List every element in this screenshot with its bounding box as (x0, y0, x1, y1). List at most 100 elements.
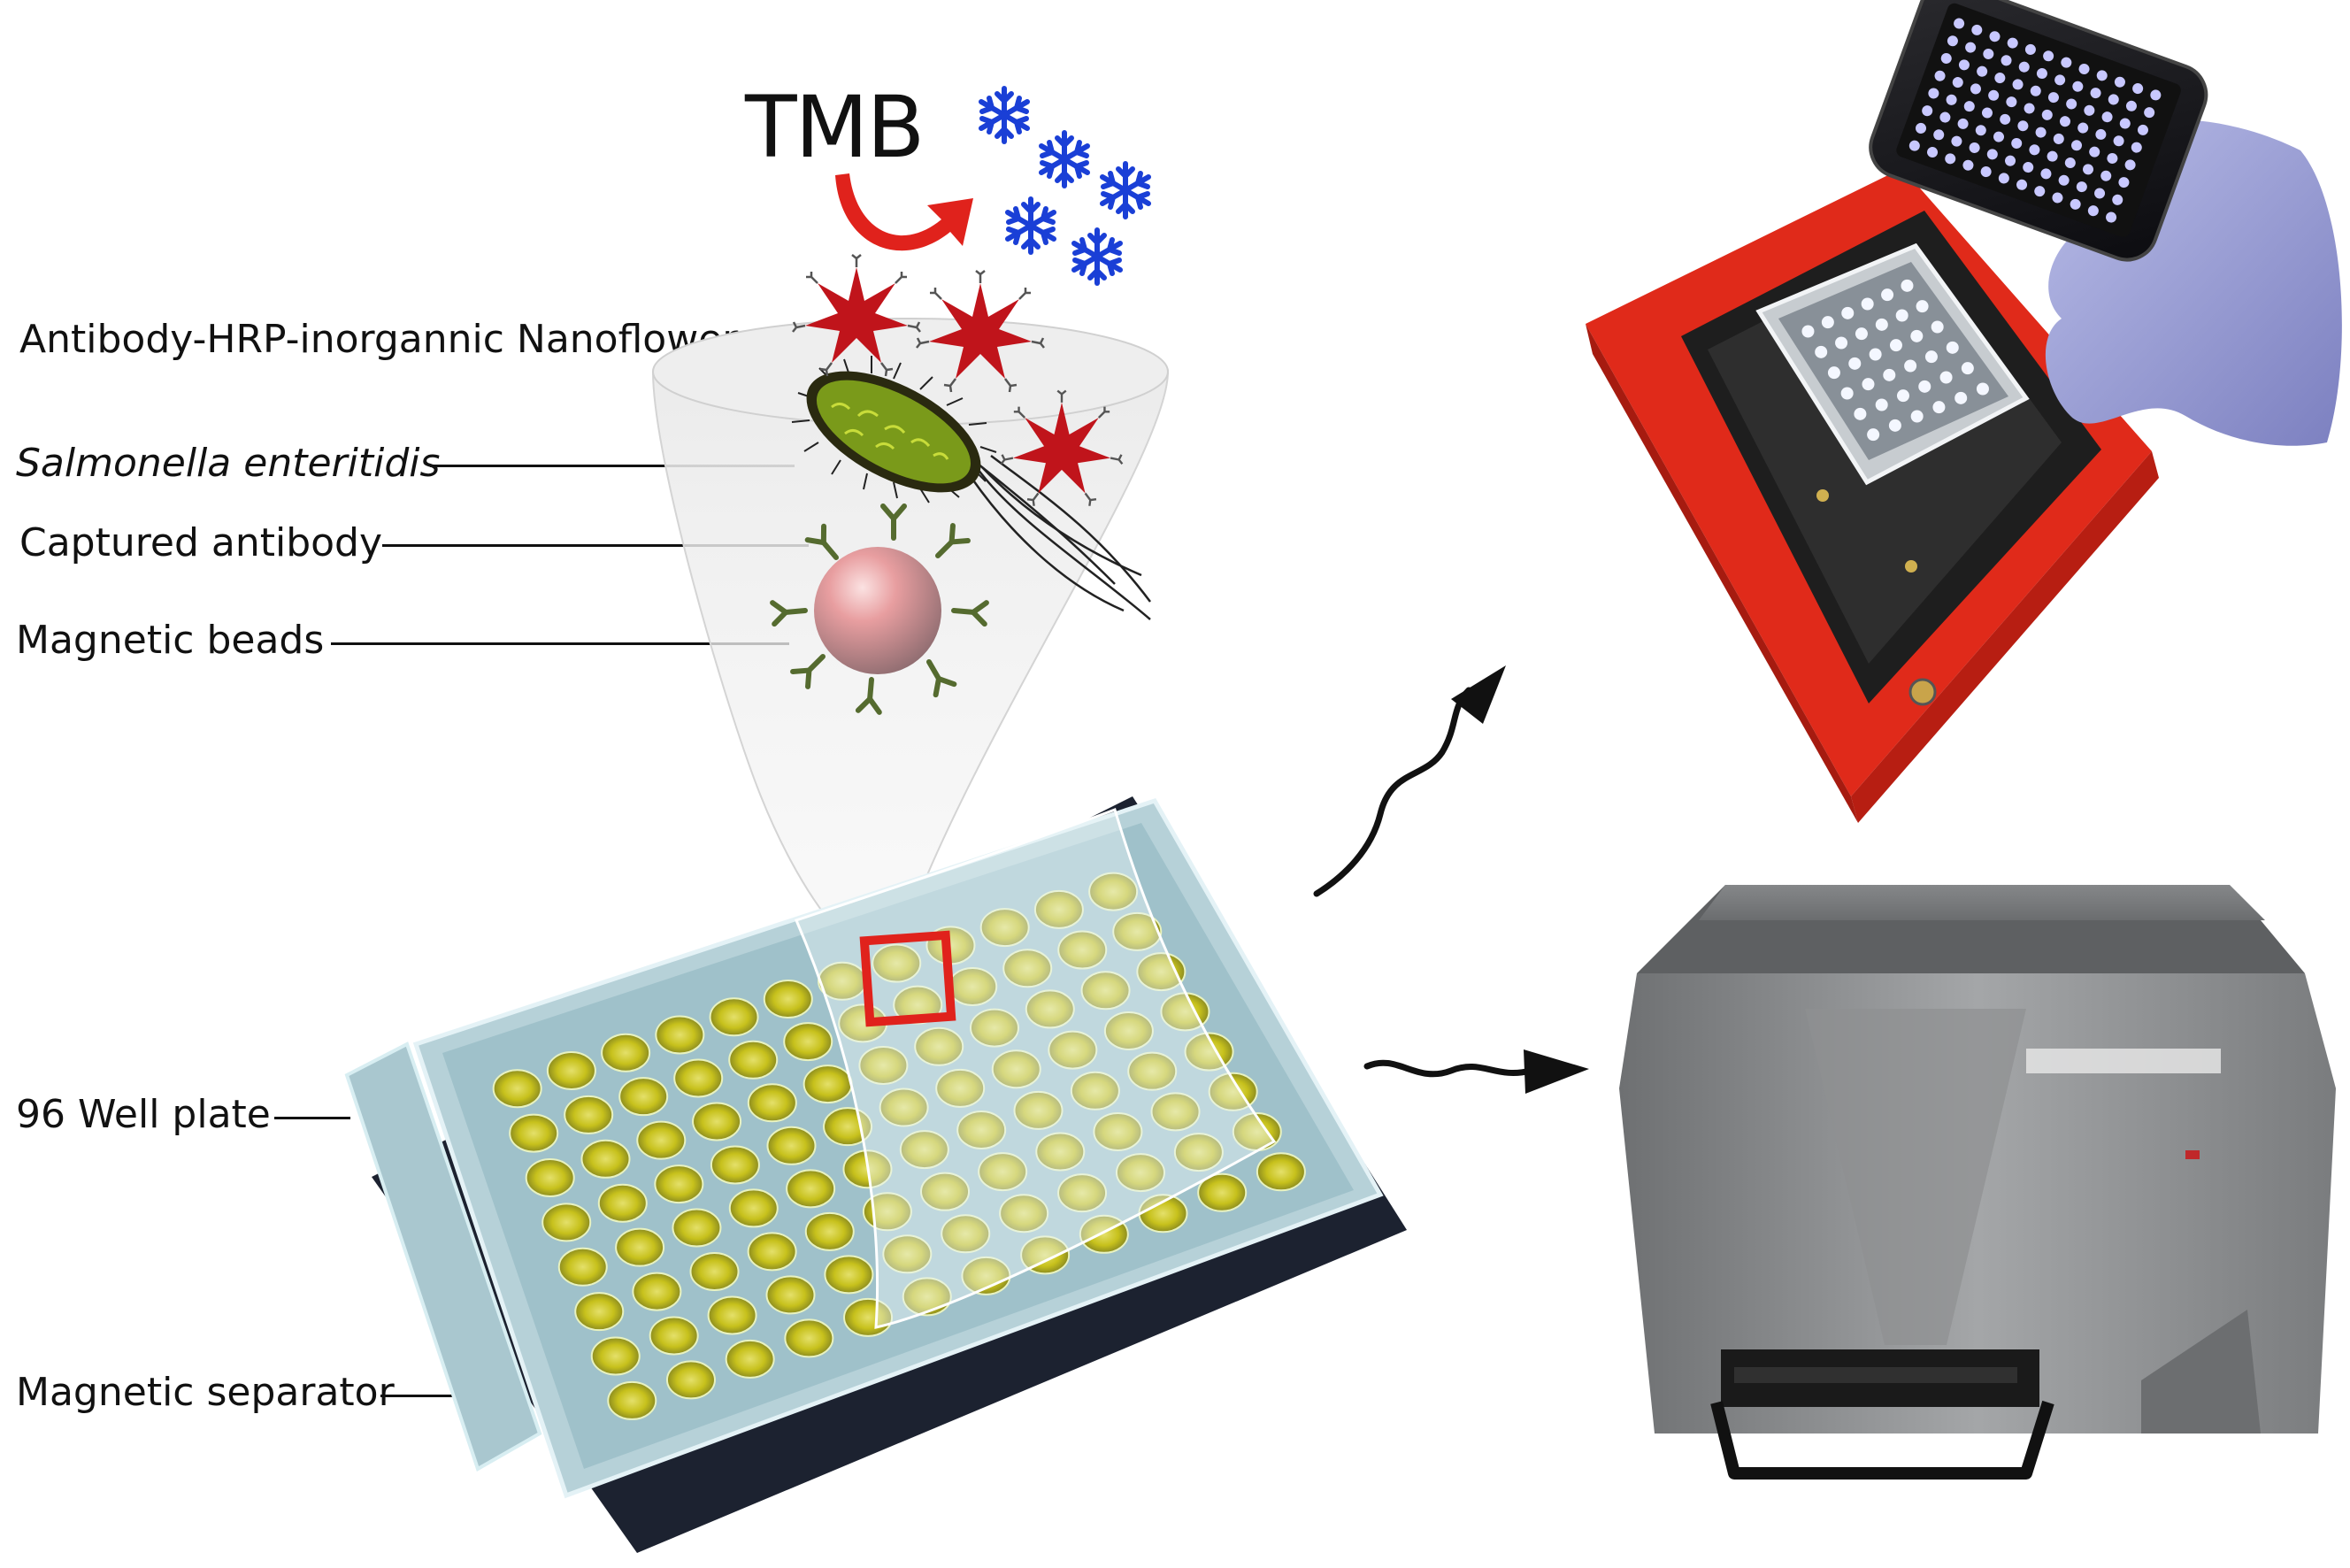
device-well (1888, 419, 1901, 432)
well (1057, 1173, 1108, 1213)
device-well (1848, 357, 1862, 370)
well (765, 1275, 816, 1315)
phone-screen-dot (1980, 166, 1992, 178)
well (541, 1203, 592, 1242)
phone-screen-dot (2096, 70, 2108, 81)
phone-screen-dot (1993, 131, 2005, 142)
well (914, 1026, 964, 1066)
phone-screen-dot (2125, 100, 2137, 111)
phone-screen-dot (2016, 179, 2028, 190)
well (991, 1049, 1041, 1089)
phone-screen-dot (2070, 198, 2081, 210)
device-well (1855, 327, 1868, 341)
phone-screen-dot (2029, 144, 2040, 156)
device-well (1976, 382, 1989, 396)
phone-screen-dot (1946, 94, 1957, 105)
phone-screen-dot (1922, 105, 1933, 117)
nanoflowers-label: Antibody-HRP-inorgannic Nanoflowers (19, 317, 759, 362)
tmb-label: TMB (745, 78, 925, 177)
well (1048, 1030, 1098, 1070)
well (673, 1058, 724, 1098)
device-well (1835, 336, 1848, 350)
well-plate (344, 796, 1407, 1553)
phone-screen-dot (2087, 205, 2099, 217)
phone-screen-dot (2030, 85, 2041, 96)
phone-screen-dot (1933, 129, 1945, 141)
well (804, 1211, 855, 1251)
well (1150, 1092, 1201, 1132)
magnetic-separator-leader (380, 1395, 483, 1397)
well (1173, 1133, 1224, 1172)
well (665, 1360, 716, 1400)
well (1088, 872, 1139, 911)
well (692, 1102, 742, 1141)
well (525, 1157, 575, 1197)
phone-screen-dot (2035, 127, 2047, 138)
well (784, 1318, 834, 1358)
device-well (1827, 366, 1840, 380)
phone-screen-dot (1975, 125, 1986, 136)
device-well (1881, 288, 1894, 302)
well (689, 1251, 740, 1291)
device-well (1875, 398, 1888, 411)
phone-screen-dot (2137, 124, 2148, 135)
well (597, 1183, 648, 1223)
device-well (1954, 391, 1968, 404)
well (763, 980, 813, 1019)
device-well (1946, 341, 1959, 354)
snowflake-icon (981, 88, 1148, 283)
well (618, 1077, 669, 1117)
well (1127, 1051, 1178, 1091)
phone-screen-dot (1916, 122, 1927, 134)
well (882, 1234, 933, 1274)
well (956, 1110, 1007, 1149)
well (858, 1045, 909, 1085)
phone-screen-dot (2100, 170, 2112, 181)
captured-antibody-leader (382, 544, 809, 547)
well (978, 1152, 1028, 1192)
well (601, 1033, 651, 1072)
well (710, 1145, 760, 1185)
bacterium-icon (791, 356, 1151, 620)
phone-screen-dot (2007, 37, 2018, 49)
phone-screen-dot (1994, 73, 2006, 84)
device-well (1939, 371, 1953, 384)
phone-screen-dot (2061, 57, 2072, 68)
device-well (1875, 318, 1888, 331)
captured-antibody-label: Captured antibody (19, 520, 383, 565)
well (1002, 949, 1053, 988)
well (509, 1113, 559, 1153)
plate-drawer-handle (1710, 1400, 2054, 1480)
phone-screen-dot (2058, 174, 2070, 186)
well (607, 1380, 657, 1420)
phone-screen-dot (1945, 153, 1956, 165)
phone-screen-dot (2023, 162, 2034, 173)
well (580, 1139, 631, 1179)
phone-screen-dot (2041, 109, 2053, 120)
phone-screen-dot (2072, 81, 2084, 92)
well (654, 1164, 704, 1204)
phone-screen-dot (1989, 31, 2001, 42)
well (574, 1292, 625, 1332)
well (707, 1295, 757, 1335)
well (961, 1256, 1011, 1295)
phone-screen-dot (1971, 24, 1983, 35)
phone-screen-dot (2144, 107, 2155, 119)
phone-screen-dot (1969, 142, 1980, 153)
phone-screen-dot (2036, 68, 2047, 80)
well (1115, 1153, 1165, 1193)
device-well (1931, 320, 1944, 334)
phone-screen-dot (2113, 135, 2124, 147)
device-well (1924, 350, 1938, 364)
phone-screen-dot (2011, 137, 2023, 149)
device-well (1910, 410, 1924, 423)
phone-screen-dot (2006, 96, 2017, 108)
well (824, 1255, 874, 1295)
well (999, 1194, 1049, 1234)
well (786, 1169, 836, 1209)
well (803, 1065, 853, 1104)
well (709, 997, 759, 1037)
well (872, 943, 922, 983)
phone-screen-dot (1965, 42, 1977, 53)
